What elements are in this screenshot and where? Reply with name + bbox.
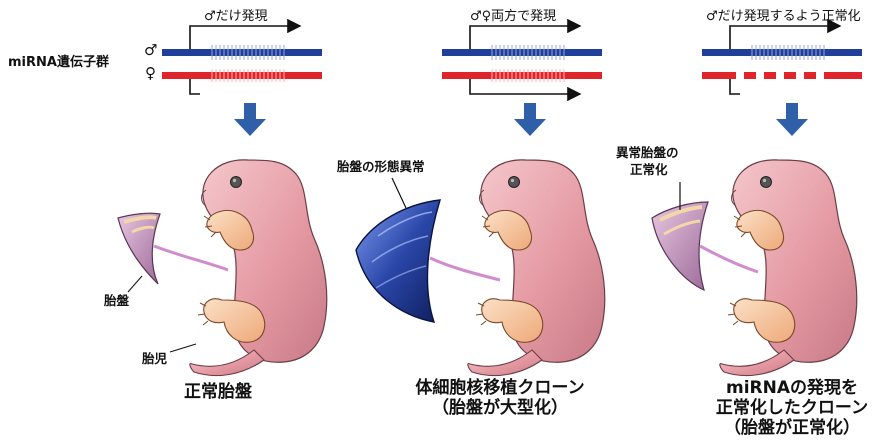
panel-2 xyxy=(356,26,605,376)
inactive-promoter-female xyxy=(190,79,200,94)
panel-3-caption-line-3: （胎盤が正常化） xyxy=(690,420,894,438)
panel-3-caption-line-2: 正常化したクローン xyxy=(690,400,894,418)
panel-1-caption: 正常胎盤 xyxy=(184,384,252,402)
female-strand-silenced xyxy=(702,72,862,79)
male-strand xyxy=(162,49,322,56)
female-strand xyxy=(442,72,602,79)
umbilical-cord xyxy=(154,246,228,270)
placenta-normalized xyxy=(652,202,708,290)
male-strand xyxy=(702,49,862,56)
down-arrow xyxy=(234,103,266,136)
gene-label: miRNA遺伝子群 xyxy=(8,56,109,70)
inactive-promoter-female xyxy=(730,79,740,94)
panel-2-caption-line-1: 体細胞核移植クローン xyxy=(390,380,610,398)
fetus xyxy=(190,160,327,376)
panel-2-expression-label: ♂♀両方で発現 xyxy=(470,10,556,24)
down-arrow xyxy=(776,103,808,136)
gene-strands xyxy=(702,26,862,94)
placenta-normal xyxy=(118,213,160,284)
placenta-enlarged xyxy=(356,200,440,322)
male-strand xyxy=(442,49,602,56)
female-symbol: ♀ xyxy=(145,66,156,82)
panel-3-caption-line-1: miRNAの発現を xyxy=(690,380,894,398)
umbilical-cord xyxy=(700,246,758,272)
panel-3-expression-label: ♂だけ発現するよう正常化 xyxy=(706,10,861,24)
panel-2-caption-line-2: （胎盤が大型化） xyxy=(390,400,610,418)
fetus-leader xyxy=(170,344,196,352)
fetus-label: 胎児 xyxy=(142,352,167,365)
gene-strands xyxy=(162,26,322,94)
fetus xyxy=(720,160,857,376)
panel-3-annotation-line-1: 異常胎盤の xyxy=(616,146,679,159)
female-strand xyxy=(162,72,322,79)
panel-3-annotation-line-2: 正常化 xyxy=(630,163,668,176)
fetus xyxy=(468,160,605,376)
panel-2-annotation: 胎盤の形態異常 xyxy=(337,160,425,173)
male-symbol: ♂ xyxy=(144,43,157,59)
annotation-leader xyxy=(392,178,406,208)
panel-1-expression-label: ♂だけ発現 xyxy=(204,10,268,24)
placenta-leader xyxy=(128,276,142,292)
placenta-label: 胎盤 xyxy=(104,294,129,307)
panel-3 xyxy=(652,26,862,376)
umbilical-cord xyxy=(430,258,500,280)
down-arrow xyxy=(514,103,546,136)
gene-strands xyxy=(442,26,602,94)
